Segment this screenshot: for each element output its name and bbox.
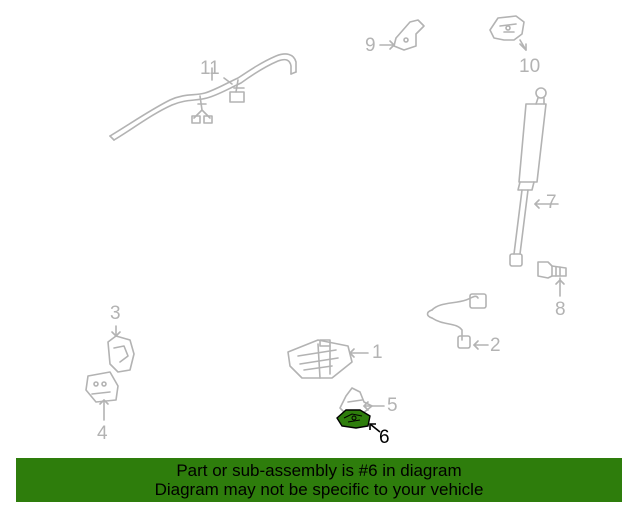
callout-9: 9 bbox=[365, 35, 376, 56]
callout-1: 1 bbox=[372, 342, 383, 363]
callout-4: 4 bbox=[97, 423, 108, 444]
banner-line-2: Diagram may not be specific to your vehi… bbox=[154, 480, 484, 499]
callout-8: 8 bbox=[555, 299, 566, 320]
part-1-latch[interactable] bbox=[287, 339, 369, 379]
callout-10: 10 bbox=[519, 56, 541, 77]
part-3-bumper[interactable] bbox=[107, 325, 135, 373]
callout-6: 6 bbox=[379, 427, 390, 448]
callout-2: 2 bbox=[490, 335, 501, 356]
banner-line-1: Part or sub-assembly is #6 in diagram bbox=[176, 461, 462, 480]
part-9-bracket[interactable] bbox=[379, 19, 425, 51]
part-8-bolt[interactable] bbox=[537, 261, 567, 297]
part-7-lift-support[interactable] bbox=[509, 87, 559, 267]
info-banner: Part or sub-assembly is #6 in diagram Di… bbox=[16, 458, 622, 502]
part-2-cable[interactable] bbox=[426, 293, 489, 350]
part-6-highlighted[interactable] bbox=[336, 409, 381, 433]
callout-11: 11 bbox=[200, 58, 220, 79]
part-10-hinge-bracket[interactable] bbox=[489, 15, 527, 51]
part-11-wiring-harness[interactable] bbox=[109, 53, 297, 141]
callout-7: 7 bbox=[546, 192, 557, 213]
callout-5: 5 bbox=[387, 395, 398, 416]
callout-3: 3 bbox=[110, 303, 121, 324]
part-4-bumper-pad[interactable] bbox=[85, 371, 119, 421]
